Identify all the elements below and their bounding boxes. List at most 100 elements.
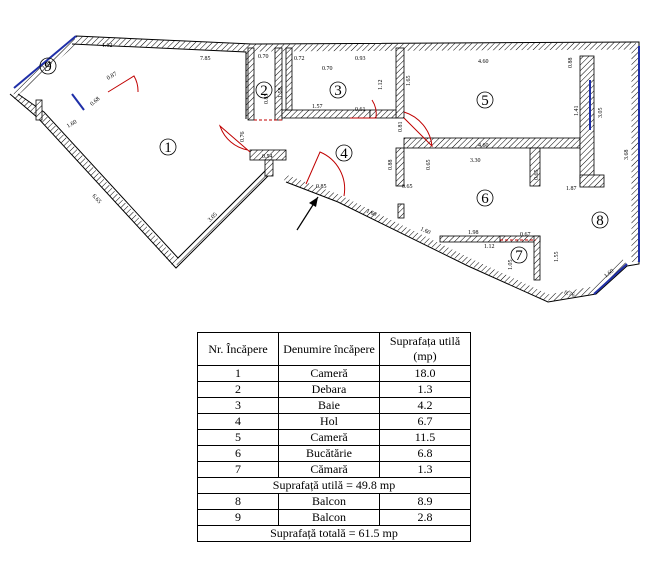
room-2-circle <box>255 81 273 99</box>
table-row: 4 Hol 6.7 <box>197 413 471 430</box>
room-number: 8 <box>596 213 604 229</box>
table-cell: Balcon <box>278 509 380 526</box>
room-number: 2 <box>260 83 268 99</box>
dimension: 3.30 <box>470 158 481 164</box>
total-cell: Suprafață totală = 61.5 mp <box>197 525 471 542</box>
dimension: 1.62 <box>102 43 113 49</box>
table-cell: Bucătărie <box>278 445 380 462</box>
room-5-circle <box>476 91 494 109</box>
dimension: 1.58 <box>278 88 284 99</box>
dimension: 1.98 <box>468 230 479 236</box>
room-7-circle <box>510 246 528 264</box>
dimension: 7.85 <box>200 56 211 62</box>
windows <box>13 35 640 295</box>
room-number: 7 <box>515 248 523 264</box>
table-row: 5 Cameră 11.5 <box>197 429 471 446</box>
room-9-circle <box>39 57 57 75</box>
dimension: 1.98 <box>41 60 53 71</box>
table-row: 2 Debara 1.3 <box>197 381 471 398</box>
subtotal-row: Suprafață utilă = 49.8 mp <box>197 477 471 494</box>
table-cell: 5 <box>197 429 279 446</box>
table-cell: 6.7 <box>379 413 471 430</box>
table-cell: 9 <box>197 509 279 526</box>
dimension: 0.70 <box>322 66 333 72</box>
table-cell: 1.3 <box>379 461 471 478</box>
dimension: 0.72 <box>294 56 305 62</box>
wall-outlines <box>9 35 640 303</box>
table-cell: 11.5 <box>379 429 471 446</box>
dimension: 0.85 <box>264 94 270 105</box>
table-cell: 6.8 <box>379 445 471 462</box>
room-number: 1 <box>164 140 172 156</box>
column-header: Denumire încăpere <box>278 332 380 366</box>
table-cell: 2.8 <box>379 509 471 526</box>
dimension: 4.60 <box>478 59 489 65</box>
table-row: 3 Baie 4.2 <box>197 397 471 414</box>
table-cell: 2 <box>197 381 279 398</box>
table-cell: 18.0 <box>379 365 471 382</box>
table-cell: Cameră <box>278 429 380 446</box>
room-1-circle <box>159 138 177 156</box>
dimension: 0.85 <box>316 184 327 190</box>
dimension: 1.55 <box>554 252 560 263</box>
dimension-labels: 1.62 7.85 0.70 0.72 0.70 0.93 4.60 0.88 … <box>41 43 630 299</box>
column-header: Nr. Încăpere <box>197 332 279 366</box>
table-row: 9 Balcon 2.8 <box>197 509 471 526</box>
table-cell: Cameră <box>278 365 380 382</box>
table-row: 1 Cameră 18.0 <box>197 365 471 382</box>
dimension: 1.60 <box>419 226 431 236</box>
table-cell: 3 <box>197 397 279 414</box>
dimension: 3.05 <box>598 108 604 119</box>
dimension: 1.60 <box>365 208 377 218</box>
dimension: 6.65 <box>91 193 102 205</box>
dimension: 1.41 <box>574 106 580 117</box>
dimension: 0.65 <box>402 184 413 190</box>
table-header-row: Nr. Încăpere Denumire încăpere Suprafața… <box>197 332 471 366</box>
dimension: 0.54 <box>262 154 273 160</box>
doors <box>107 75 536 241</box>
table-cell: 8 <box>197 493 279 510</box>
dimension: 1.05 <box>508 260 514 271</box>
dimension: 1.12 <box>484 244 495 250</box>
entrance-arrow <box>296 196 319 231</box>
table-cell: 7 <box>197 461 279 478</box>
table-cell: 6 <box>197 445 279 462</box>
dimension: 0.76 <box>240 132 246 143</box>
table-row: 8 Balcon 8.9 <box>197 493 471 510</box>
dimension: 1.60 <box>603 268 615 279</box>
dimension: 0.88 <box>568 58 574 69</box>
room-number: 3 <box>334 83 342 99</box>
table-cell: 1.3 <box>379 381 471 398</box>
dimension: 0.65 <box>426 160 432 171</box>
table-cell: Hol <box>278 413 380 430</box>
table-cell: Baie <box>278 397 380 414</box>
dimension: 0.67 <box>520 232 531 238</box>
interior-walls <box>35 47 605 281</box>
dimension: 0.93 <box>355 56 366 62</box>
table-cell: 1 <box>197 365 279 382</box>
dimension: 1.12 <box>378 80 384 91</box>
table-row: 7 Cămară 1.3 <box>197 461 471 478</box>
dimension: 3.68 <box>624 150 630 161</box>
dimension: 1.57 <box>312 104 323 110</box>
subtotal-cell: Suprafață utilă = 49.8 mp <box>197 477 471 494</box>
room-4-circle <box>335 144 353 162</box>
room-number: 5 <box>481 93 489 109</box>
dimension: 1.65 <box>406 76 412 87</box>
column-header: Suprafața utilă (mp) <box>379 332 471 366</box>
room-number: 9 <box>44 59 52 75</box>
room-labels <box>39 57 609 264</box>
dimension: 4.60 <box>478 143 489 149</box>
dimension: 3.05 <box>207 212 219 224</box>
table-cell: 8.9 <box>379 493 471 510</box>
room-number: 6 <box>481 191 489 207</box>
table-cell: Debara <box>278 381 380 398</box>
dimension: 0.81 <box>398 122 404 133</box>
dimension: 0.65 <box>534 170 540 181</box>
dimension: 0.68 <box>89 96 101 107</box>
table-cell: 4.2 <box>379 397 471 414</box>
dimension: 1.87 <box>566 186 577 192</box>
dimension: 0.88 <box>388 160 394 171</box>
room-6-circle <box>476 189 494 207</box>
room-8-circle <box>591 211 609 229</box>
